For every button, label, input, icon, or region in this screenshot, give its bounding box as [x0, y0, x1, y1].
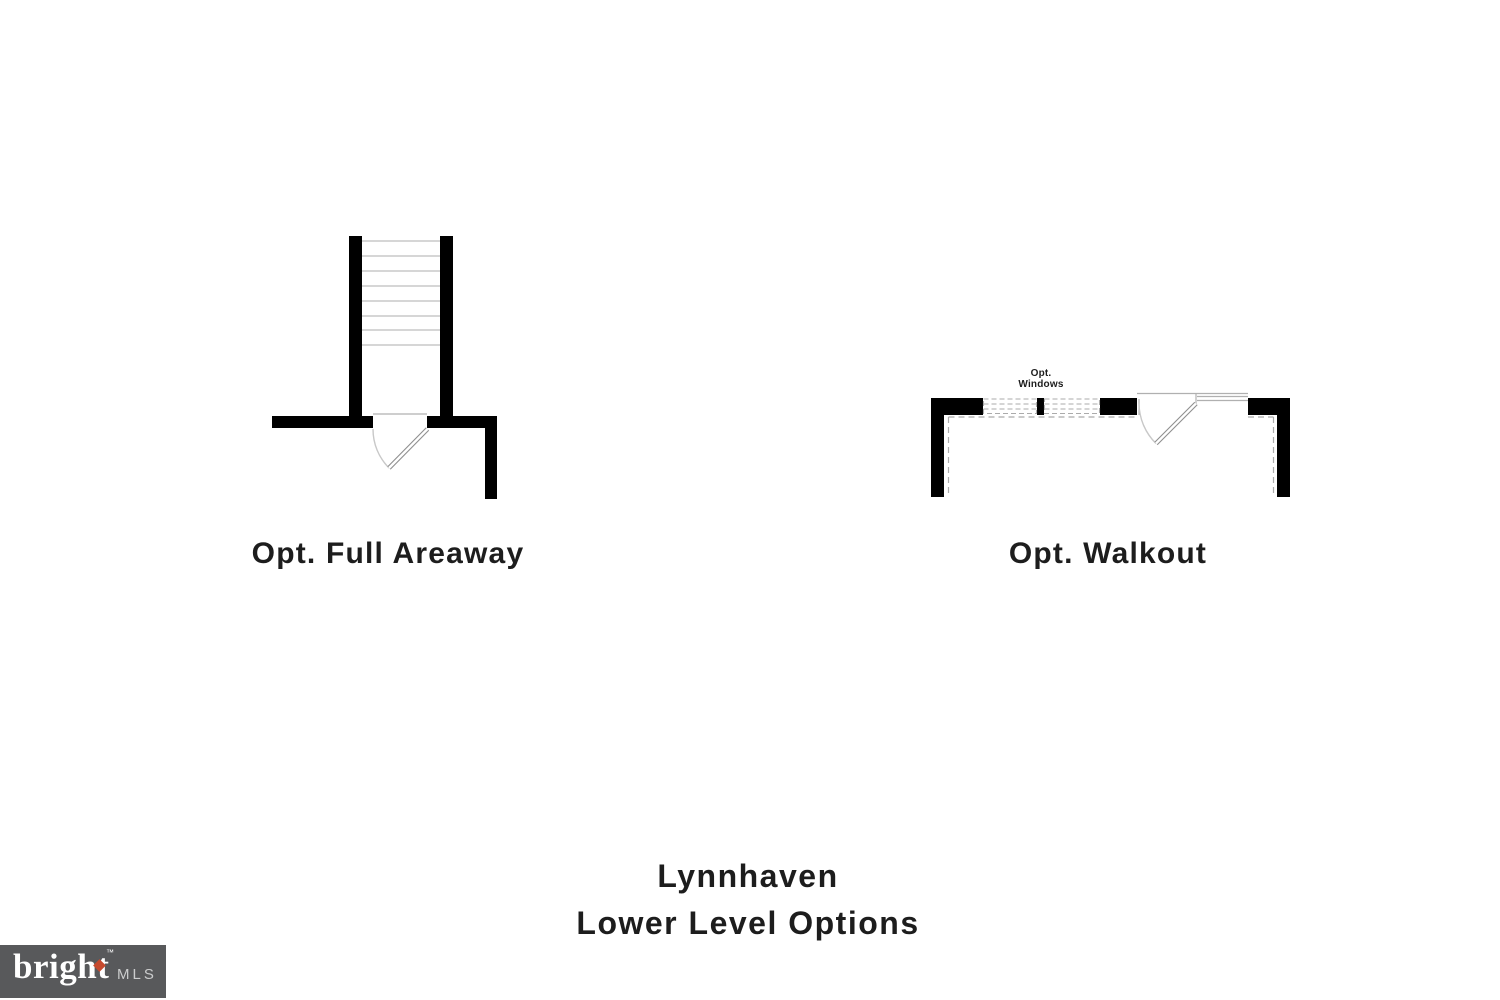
walkout-door-swing-arc: [1138, 403, 1157, 444]
areaway-wall-left: [272, 416, 373, 428]
walkout-diagram: [931, 392, 1290, 497]
areaway-wall-right: [427, 416, 497, 428]
walkout-label: Opt. Walkout: [1008, 537, 1208, 570]
walkout-wall-top-left: [931, 398, 983, 415]
foundation-dashed-lines: [947, 416, 1275, 497]
areaway-door-swing-arc: [372, 428, 390, 469]
walkout-wall-mid: [1100, 398, 1137, 415]
areaway-wall-return: [485, 428, 497, 499]
opt-window-right: [1043, 398, 1101, 415]
opt-windows-label-line2: Windows: [1018, 379, 1064, 390]
walkout-wall-right-vertical: [1277, 398, 1290, 497]
plan-name: Lynnhaven: [657, 858, 839, 894]
opt-window-left: [982, 398, 1038, 415]
areaway-label: Opt. Full Areaway: [251, 537, 525, 570]
plan-subtitle: Lower Level Options: [576, 905, 920, 941]
opt-windows-label-line1: Opt.: [1030, 368, 1052, 379]
plan-title: Lynnhaven Lower Level Options: [448, 853, 1048, 947]
stair-wall-right: [440, 236, 453, 416]
brightmls-logo: bright ™ MLS: [0, 945, 166, 998]
stair-wall-left: [349, 236, 362, 428]
walkout-window-mullion: [1037, 398, 1044, 415]
areaway-door-leaf-fill: [388, 428, 429, 469]
logo-brand-text: bright: [13, 947, 110, 986]
logo-trademark: ™: [106, 948, 114, 957]
walkout-door-leaf-fill: [1155, 402, 1197, 445]
opt-windows-label: Opt. Windows: [966, 368, 1116, 390]
stair-treads: [362, 240, 440, 346]
logo-suffix-text: MLS: [117, 966, 157, 983]
walkout-wall-left-vertical: [931, 398, 944, 497]
areaway-diagram: [272, 236, 497, 499]
